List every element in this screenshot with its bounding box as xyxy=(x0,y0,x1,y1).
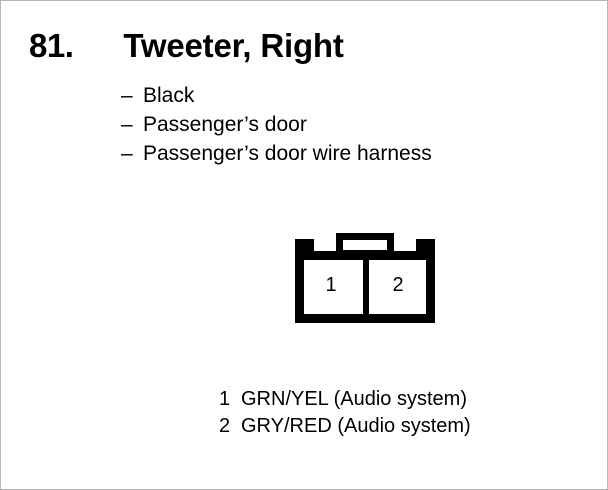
dash-icon: – xyxy=(121,84,133,107)
item-title: Tweeter, Right xyxy=(123,27,344,64)
spec-item-color: – Black xyxy=(121,81,581,110)
spec-item-label: Passenger’s door wire harness xyxy=(143,142,432,165)
pin-cavity-2 xyxy=(369,260,426,314)
item-number: 81. xyxy=(29,27,74,64)
spec-item-label: Passenger’s door xyxy=(143,113,307,136)
legend-pin-number: 1 xyxy=(219,388,231,410)
connector-outline-icon xyxy=(295,233,435,323)
spec-list: – Black – Passenger’s door – Passenger’s… xyxy=(121,81,581,168)
legend-pin-description: GRY/RED (Audio system) xyxy=(241,415,471,437)
dash-icon: – xyxy=(121,142,133,165)
legend-pin-number: 2 xyxy=(219,415,231,437)
pin-number-2: 2 xyxy=(392,274,404,296)
pin-cavity-1 xyxy=(304,260,363,314)
spec-item-harness: – Passenger’s door wire harness xyxy=(121,139,581,168)
latch-slot xyxy=(343,240,387,250)
legend-pin-description: GRN/YEL (Audio system) xyxy=(241,388,467,410)
spec-item-label: Black xyxy=(143,84,195,107)
spec-item-location: – Passenger’s door xyxy=(121,110,581,139)
connector-diagram: 1 2 xyxy=(287,229,443,329)
dash-icon: – xyxy=(121,113,133,136)
page-title: 81. Tweeter, Right xyxy=(29,27,344,65)
legend-row: 2 GRY/RED (Audio system) xyxy=(219,413,471,440)
pin-legend: 1 GRN/YEL (Audio system) 2 GRY/RED (Audi… xyxy=(219,386,471,440)
legend-row: 1 GRN/YEL (Audio system) xyxy=(219,386,471,413)
pin-number-1: 1 xyxy=(325,274,337,296)
